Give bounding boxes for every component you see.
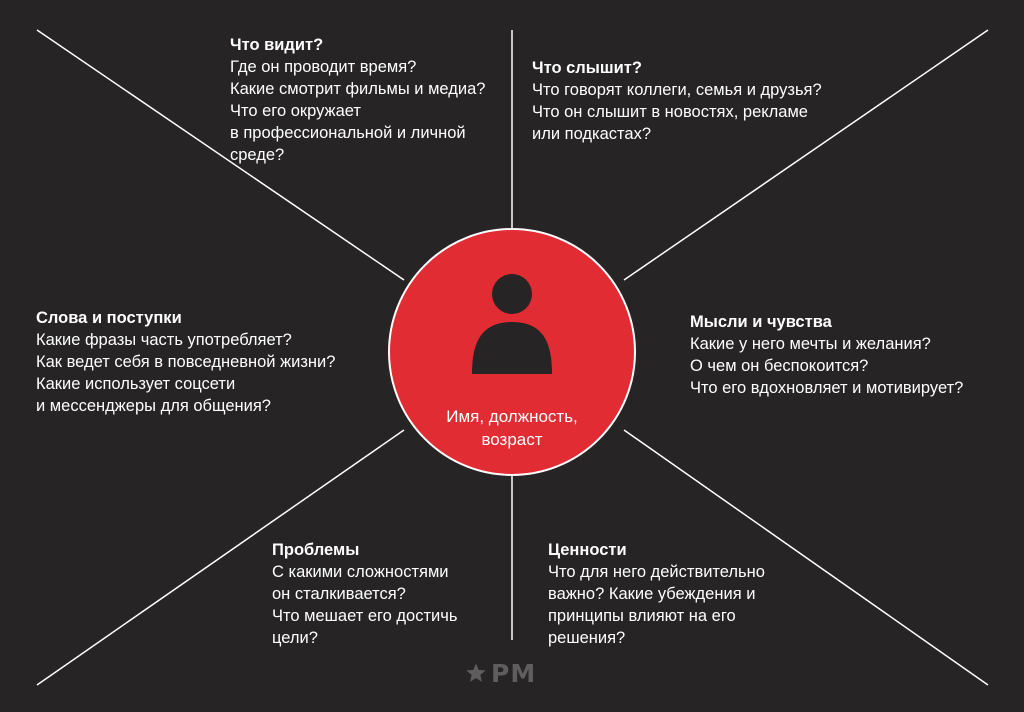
section-thinks-feels-line: Какие у него мечты и желания?: [690, 335, 931, 353]
divider-line-top-left: [36, 29, 405, 281]
section-values-title: Ценности: [548, 541, 627, 559]
section-thinks-feels: Мысли и чувства Какие у него мечты и жел…: [690, 311, 963, 399]
persona-label-line1: Имя, должность,: [446, 407, 578, 426]
section-sees-line: Что его окружает: [230, 102, 361, 120]
persona-label: Имя, должность, возраст: [412, 405, 612, 451]
section-pains-title: Проблемы: [272, 541, 360, 559]
section-hears-line: Что говорят коллеги, семья и друзья?: [532, 81, 822, 99]
logo: PM: [465, 658, 536, 688]
persona-circle: [388, 228, 636, 476]
section-values-line: принципы влияют на его: [548, 607, 736, 625]
section-pains-line: он сталкивается?: [272, 585, 406, 603]
section-thinks-feels-title: Мысли и чувства: [690, 313, 832, 331]
section-sees-line: Где он проводит время?: [230, 58, 417, 76]
logo-text: PM: [491, 658, 537, 688]
section-says-does: Слова и поступки Какие фразы часть употр…: [36, 307, 335, 417]
section-values-line: Что для него действительно: [548, 563, 765, 581]
section-says-does-line: Какие использует соцсети: [36, 375, 236, 393]
section-says-does-line: и мессенджеры для общения?: [36, 397, 271, 415]
section-values-line: важно? Какие убеждения и: [548, 585, 756, 603]
persona-label-line2: возраст: [481, 430, 543, 449]
divider-line-bottom-left: [36, 429, 405, 686]
section-thinks-feels-line: О чем он беспокоится?: [690, 357, 869, 375]
section-sees-title: Что видит?: [230, 36, 324, 54]
section-says-does-line: Как ведет себя в повседневной жизни?: [36, 353, 336, 371]
section-sees-line: среде?: [230, 146, 285, 164]
section-pains-line: Что мешает его достичь: [272, 607, 458, 625]
section-pains-line: цели?: [272, 629, 318, 647]
divider-line-top-right: [623, 29, 989, 281]
section-pains-line: С какими сложностями: [272, 563, 449, 581]
section-says-does-title: Слова и поступки: [36, 309, 182, 327]
section-hears-line: Что он слышит в новостях, рекламе: [532, 103, 808, 121]
section-hears-line: или подкастах?: [532, 125, 652, 143]
section-sees: Что видит? Где он проводит время? Какие …: [230, 34, 485, 166]
person-icon: [472, 274, 552, 374]
section-says-does-line: Какие фразы часть употребляет?: [36, 331, 292, 349]
section-sees-line: Какие смотрит фильмы и медиа?: [230, 80, 486, 98]
section-sees-line: в профессиональной и личной: [230, 124, 466, 142]
star-icon: [466, 663, 486, 682]
section-pains: Проблемы С какими сложностями он сталкив…: [272, 539, 457, 649]
section-thinks-feels-line: Что его вдохновляет и мотивирует?: [690, 379, 964, 397]
section-values: Ценности Что для него действительно важн…: [548, 539, 765, 649]
section-hears-title: Что слышит?: [532, 59, 642, 77]
divider-line-bottom-right: [623, 429, 989, 686]
section-values-line: решения?: [548, 629, 626, 647]
section-hears: Что слышит? Что говорят коллеги, семья и…: [532, 57, 822, 145]
